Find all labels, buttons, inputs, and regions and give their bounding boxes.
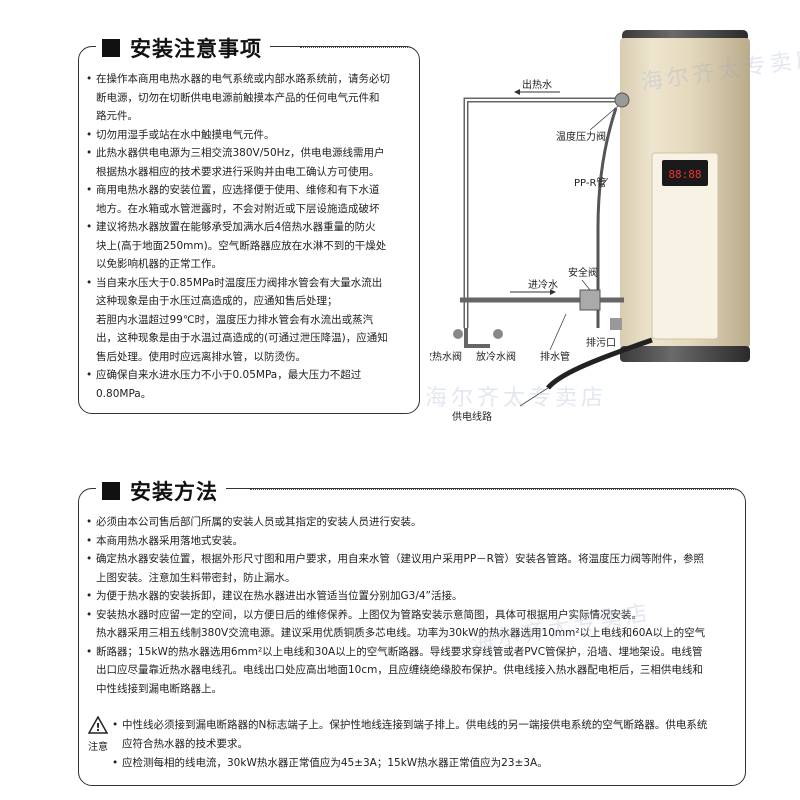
warning-triangle-icon: ! xyxy=(88,716,108,734)
list-item: 建议将热水器放置在能够承受加满水后4倍热水器重量的防火 xyxy=(86,218,411,237)
list-item: 断路器；15kW的热水器选用6mm²以上电线和30A以上的空气断路器。导线要求穿… xyxy=(86,643,736,662)
list-item: 断电源，切勿在切断供电电源前触摸本产品的任何电气元件和 xyxy=(96,91,380,104)
list-item: 必须由本公司售后部门所属的安装人员或其指定的安装人员进行安装。 xyxy=(86,513,736,532)
method-title-text: 安装方法 xyxy=(130,480,218,504)
list-item: 热水器采用三相五线制380V交流电源。建议采用优质铜质多芯电线。功率为30kW的… xyxy=(96,627,706,639)
list-item: 当自来水压大于0.85MPa时温度压力阀排水管会有大量水流出 xyxy=(86,274,411,293)
list-item: 这种现象是由于水压过高造成的，应通知售后处理； xyxy=(96,295,338,307)
list-item: 以免影响机器的正常工作。 xyxy=(96,258,222,270)
installation-diagram: 88:88 出热水 温度压力阀 PP-R管 进冷水 安全阀 放热水阀 放冷水阀 … xyxy=(430,30,750,423)
list-item: 安装热水器时应留一定的空间，以方便日后的维修保养。上图仅为管路安装示意简图，具体… xyxy=(86,606,736,625)
list-item: 在操作本商用电热水器的电气系统或内部水路系统前，请务必切 xyxy=(86,70,411,89)
list-item: 块上(高于地面250mm)。空气断路器应放在水淋不到的干燥处 xyxy=(96,239,387,252)
ppr-drain-pipe xyxy=(596,107,618,328)
list-item: 应确保自来水进水压力不小于0.05MPa，最大压力不超过 xyxy=(86,366,411,385)
label-power-line: 供电线路 xyxy=(452,410,492,423)
precautions-title: 安装注意事项 xyxy=(96,33,270,63)
heater-bottom-cap xyxy=(620,346,750,362)
label-drain-pipe: 排水管 xyxy=(540,350,570,363)
precautions-list: 在操作本商用电热水器的电气系统或内部水路系统前，请务必切断电源，切勿在切断供电电… xyxy=(86,70,411,403)
label-safety-valve: 安全阀 xyxy=(568,266,598,279)
list-item: 此热水器供电电源为三相交流380V/50Hz，供电电源线需用户 xyxy=(86,144,411,163)
precautions-title-text: 安装注意事项 xyxy=(130,37,262,61)
list-item: 商用电热水器的安装位置，应选择便于使用、维修和有下水道 xyxy=(86,181,411,200)
label-sewage-outlet: 排污口 xyxy=(586,336,616,349)
list-item: 地方。在水箱或水管泄露时，不会对附近或下层设施造成破坏 xyxy=(96,202,380,215)
power-cable xyxy=(546,337,653,390)
list-item: 中性线接到漏电断路器上。 xyxy=(96,682,222,695)
title-square-icon xyxy=(102,39,120,57)
method-dotted-rule xyxy=(250,489,736,490)
method-list: 必须由本公司售后部门所属的安装人员或其指定的安装人员进行安装。本商用热水器采用落… xyxy=(86,513,736,698)
label-temp-pressure-valve: 温度压力阀 xyxy=(556,130,606,143)
list-item: 0.80MPa。 xyxy=(96,387,152,400)
list-item: 售后处理。使用时应远离排水管，以防烫伤。 xyxy=(96,350,306,363)
method-title: 安装方法 xyxy=(96,476,226,506)
list-item: 切勿用湿手或站在水中触摸电气元件。 xyxy=(86,126,411,145)
list-item: 路元件。 xyxy=(96,110,138,122)
sewage-outlet-icon xyxy=(610,318,622,330)
list-item: 应符合热水器的技术要求。 xyxy=(122,738,248,750)
label-ppr-pipe: PP-R管 xyxy=(574,176,606,189)
list-item: 上图安装。注意加生料带密封，防止漏水。 xyxy=(96,571,296,584)
list-item: 出口应尽量靠近热水器电线孔。电线出口处应高出地面10cm，且应缠绕绝缘胶布保护。… xyxy=(96,664,703,676)
svg-text:!: ! xyxy=(95,721,100,734)
list-item: 出，这种现象是由于水温过高造成的(可通过泄压降温)，应通知 xyxy=(96,332,388,344)
title-square-icon xyxy=(102,482,120,500)
label-cold-water-in: 进冷水 xyxy=(528,278,558,291)
cold-drain-valve-icon xyxy=(493,329,503,339)
notice-list: 中性线必须接到漏电断路器的N标志端子上。保护性地线连接到端子排上。供电线的另一端… xyxy=(112,716,732,773)
control-panel xyxy=(651,152,719,340)
list-item: 根据热水器相应的技术要求进行采购并由电工确认方可使用。 xyxy=(96,165,380,178)
label-hot-drain-valve: 放热水阀 xyxy=(430,350,462,363)
temp-pressure-valve-icon xyxy=(614,92,630,108)
label-cold-drain-valve: 放冷水阀 xyxy=(476,350,516,363)
list-item: 中性线必须接到漏电断路器的N标志端子上。保护性地线连接到端子排上。供电线的另一端… xyxy=(112,716,732,735)
list-item: 应检测每相的线电流，30kW热水器正常值应为45±3A；15kW热水器正常值应为… xyxy=(112,754,732,773)
hot-drain-valve-icon xyxy=(453,329,463,339)
list-item: 若胆内水温超过99℃时，温度压力排水管会有水流出或蒸汽 xyxy=(96,313,374,326)
list-item: 确定热水器安装位置，根据外形尺寸图和用户要求，用自来水管（建议用户采用PP－R管… xyxy=(86,550,736,569)
display-digits: 88:88 xyxy=(668,168,701,181)
safety-valve-icon xyxy=(579,289,601,311)
display-screen xyxy=(662,160,708,186)
list-item: 本商用热水器采用落地式安装。 xyxy=(86,532,736,551)
notice-label: 注意 xyxy=(88,742,108,753)
list-item: 为便于热水器的安装拆卸，建议在热水器进出水管适当位置分别加G3/4”活接。 xyxy=(86,587,736,606)
label-hot-water-out: 出热水 xyxy=(522,78,552,91)
precautions-dotted-rule xyxy=(300,47,412,48)
